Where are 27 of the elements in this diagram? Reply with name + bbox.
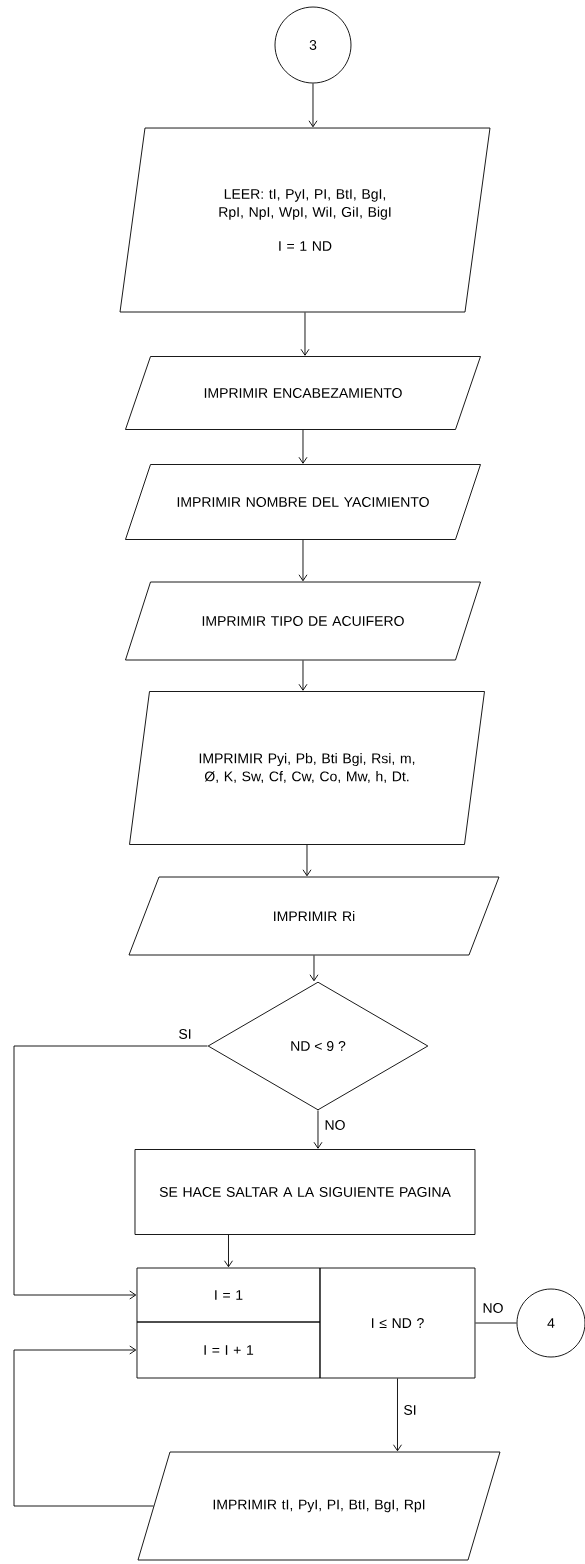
arrow — [298, 429, 308, 464]
arrow — [313, 1110, 323, 1149]
io-parallelogram: IMPRIMIR TIPO DE ACUIFERO — [125, 581, 481, 661]
io-parallelogram: IMPRIMIR NOMBRE DEL YACIMIENTO — [125, 464, 481, 540]
arrow — [393, 1378, 402, 1452]
io-parallelogram: IMPRIMIR tI, PyI, PI, BtI, BgI, RpI — [137, 1451, 501, 1561]
arrow — [309, 955, 319, 982]
io-parallelogram: LEER: tI, PyI, PI, BtI, BgI, RpI, NpI, WpI, WiI, GiI, BigI I = 1 ND — [119, 127, 491, 313]
arrow — [300, 312, 310, 356]
loop-box-cell: I = 1 — [136, 1267, 321, 1323]
io-parallelogram: IMPRIMIR ENCABEZAMIENTO — [125, 356, 481, 430]
loop-box-cell: I = I + 1 — [136, 1321, 321, 1379]
arrow — [224, 1234, 233, 1268]
edge-label: NO — [481, 1302, 505, 1314]
arrow — [13, 1045, 208, 1300]
process-box: SE HACE SALTAR A LA SIGUIENTE PAGINA — [134, 1149, 476, 1235]
arrow — [298, 539, 308, 582]
edge-label: SI — [177, 1028, 193, 1040]
io-parallelogram: IMPRIMIR Pyi, Pb, Bti Bgi, Rsi, m, Ø, K, Sw, Cf, Cw, Co, Mw, h, Dt. — [129, 691, 485, 845]
edge-label: SI — [402, 1404, 418, 1416]
loop-condition-cell: I ≤ ND ? — [319, 1267, 476, 1379]
arrow — [308, 83, 318, 128]
arrow — [13, 1345, 154, 1507]
edge-label: NO — [323, 1119, 347, 1131]
arrow — [298, 660, 308, 691]
io-parallelogram: IMPRIMIR Ri — [128, 876, 500, 956]
arrow — [302, 844, 312, 877]
